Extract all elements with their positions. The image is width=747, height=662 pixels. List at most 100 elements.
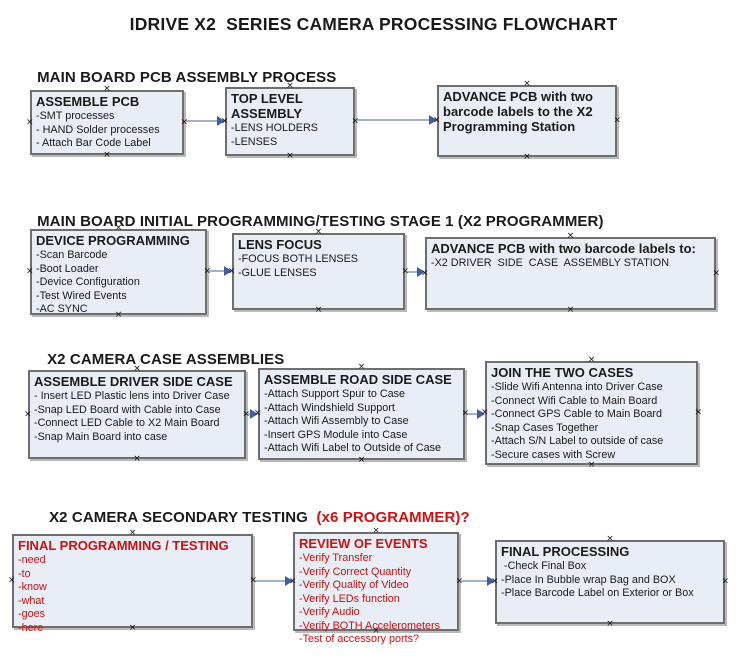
box-item: -Snap Main Board into case <box>34 430 168 443</box>
box-item: -Place Barcode Label on Exterior or Box <box>501 587 694 599</box>
flow-box-advance-pcb-driver-side[interactable]: ADVANCE PCB with two barcode labels to: … <box>421 232 720 315</box>
connector-handle-icon: × <box>203 266 211 277</box>
arrow-line <box>255 580 287 582</box>
section-header-initial-programming: MAIN BOARD INITIAL PROGRAMMING/TESTING S… <box>20 196 604 247</box>
flow-box-title: ASSEMBLE ROAD SIDE CASE <box>264 372 452 387</box>
box-item: - HAND Solder processes <box>36 123 160 136</box>
flow-box-title: FINAL PROCESSING <box>501 544 630 559</box>
connector-handle-icon: × <box>133 454 141 464</box>
arrow-head-icon <box>217 116 225 126</box>
box-item: -FOCUS BOTH LENSES <box>238 253 358 265</box>
connector-handle-icon: × <box>24 409 32 419</box>
flow-box-title: REVIEW OF EVENTS <box>299 536 428 551</box>
connector-handle-icon: × <box>606 534 614 544</box>
flow-box-title: ASSEMBLE PCB <box>36 94 140 109</box>
connector-handle-icon: × <box>587 460 596 470</box>
section-header-text: X2 CAMERA SECONDARY TESTING <box>49 509 313 526</box>
flow-box-device-programming[interactable]: DEVICE PROGRAMMING -Scan Barcode-Boot Lo… <box>26 224 211 320</box>
section-header-text: X2 CAMERA CASE ASSEMBLIES <box>47 351 285 368</box>
box-item: -to <box>18 567 31 580</box>
flow-box-items: -Scan Barcode-Boot Loader-Device Configu… <box>36 249 201 317</box>
box-item: -Device Configuration <box>36 276 140 288</box>
arrow-head-icon <box>417 267 425 277</box>
flow-box-lens-focus[interactable]: LENS FOCUS -FOCUS BOTH LENSES-GLUE LENSE… <box>228 228 409 315</box>
connector-handle-icon: × <box>357 455 366 465</box>
flow-box-items: -Check Final Box-Place In Bubble wrap Ba… <box>501 560 719 601</box>
flow-box-title: ADVANCE PCB with two barcode labels to t… <box>443 89 593 134</box>
flow-box-assemble-pcb[interactable]: ASSEMBLE PCB -SMT processes- HAND Solder… <box>26 85 188 160</box>
box-item: -need <box>18 554 46 566</box>
flow-box-items: -FOCUS BOTH LENSES-GLUE LENSES <box>238 253 399 280</box>
flow-box-title: ADVANCE PCB with two barcode labels to: <box>431 241 696 256</box>
connector-handle-icon: × <box>523 79 531 89</box>
connector-handle-icon: × <box>8 575 16 586</box>
connector-handle-icon: × <box>26 266 34 277</box>
box-item: -Test Wired Events <box>36 289 127 302</box>
connector-handle-icon: × <box>613 115 621 126</box>
box-item: -Test of accessory ports? <box>299 633 420 645</box>
arrow-head-icon <box>429 115 437 125</box>
arrow-head-icon <box>285 576 293 586</box>
flow-box-final-processing[interactable]: FINAL PROCESSING -Check Final Box-Place … <box>491 535 729 629</box>
box-item: - Attach Bar Code Label <box>36 137 151 149</box>
flow-box-items: - Insert LED Plastic lens into Driver Ca… <box>34 390 240 444</box>
box-item: -what <box>18 594 45 607</box>
flow-box-advance-pcb-programming-station[interactable]: ADVANCE PCB with two barcode labels to t… <box>433 80 621 162</box>
flow-box-join-the-two-cases[interactable]: JOIN THE TWO CASES -Slide Wifi Antenna i… <box>481 356 702 470</box>
flow-box-items: -Attach Support Spur to Case-Attach Wind… <box>264 388 459 456</box>
box-item: -Attach Windshield Support <box>264 401 395 414</box>
flow-box-title: DEVICE PROGRAMMING <box>36 233 190 248</box>
box-item: -know <box>18 581 47 593</box>
box-item: -here <box>18 621 44 634</box>
flow-box-final-programming-testing[interactable]: FINAL PROGRAMMING / TESTING -need-to-kno… <box>8 529 257 634</box>
box-item: -Attach Wifi Label to Outside of Case <box>264 442 442 454</box>
connector-handle-icon: × <box>103 150 111 160</box>
flow-box-review-of-events[interactable]: REVIEW OF EVENTS -Verify Transfer-Verify… <box>289 527 463 646</box>
box-item: -Slide Wifi Antenna into Driver Case <box>491 381 663 393</box>
connector-handle-icon: × <box>26 117 34 127</box>
arrow-line <box>461 580 489 582</box>
connector-handle-icon: × <box>357 362 366 372</box>
connector-handle-icon: × <box>721 576 729 587</box>
connector-handle-icon: × <box>523 152 531 162</box>
arrow-head-icon <box>224 266 232 276</box>
flow-box-title: TOP LEVEL ASSEMBLY <box>231 91 303 121</box>
box-item: -Connect Wifi Cable to Main Board <box>491 394 658 407</box>
arrow-line <box>186 120 219 122</box>
box-item: -Verify Correct Quantity <box>299 565 412 578</box>
flow-box-assemble-road-side-case[interactable]: ASSEMBLE ROAD SIDE CASE -Attach Support … <box>254 363 469 465</box>
flow-box-items: -SMT processes- HAND Solder processes- A… <box>36 110 178 151</box>
box-item: -AC SYNC <box>36 303 88 315</box>
box-item: -SMT processes <box>36 110 115 122</box>
box-item: -goes <box>18 608 46 620</box>
connector-handle-icon: × <box>606 619 614 629</box>
section-header-text: MAIN BOARD INITIAL PROGRAMMING/TESTING S… <box>37 213 604 230</box>
flow-box-items: -LENS HOLDERS-LENSES <box>231 122 349 149</box>
box-item: -LENSES <box>231 135 278 148</box>
section-header-case-assemblies: X2 CAMERA CASE ASSEMBLIES <box>30 334 284 385</box>
box-item: -Connect GPS Cable to Main Board <box>491 408 663 420</box>
box-item: -Verify Transfer <box>299 552 373 564</box>
box-item: -Insert GPS Module into Case <box>264 428 408 441</box>
flow-box-items: -Verify Transfer-Verify Correct Quantity… <box>299 552 453 647</box>
arrow-line <box>407 271 419 273</box>
box-item: -LENS HOLDERS <box>231 122 318 134</box>
flow-box-title: JOIN THE TWO CASES <box>491 365 634 380</box>
connector-handle-icon: × <box>712 268 720 278</box>
flow-box-top-level-assembly[interactable]: TOP LEVEL ASSEMBLY -LENS HOLDERS-LENSES … <box>221 82 359 161</box>
box-item: -Verify LEDs function <box>299 592 400 605</box>
box-item: -Connect LED Cable to X2 Main Board <box>34 417 220 429</box>
box-item: - Insert LED Plastic lens into Driver Ca… <box>34 390 230 402</box>
connector-handle-icon: × <box>566 305 575 315</box>
box-item: -Check Final Box <box>501 560 587 572</box>
box-item: -Verify Audio <box>299 606 360 618</box>
flow-box-assemble-driver-side-case[interactable]: ASSEMBLE DRIVER SIDE CASE - Insert LED P… <box>24 365 250 464</box>
box-item: -GLUE LENSES <box>238 266 317 279</box>
box-item: -X2 DRIVER SIDE CASE ASSEMBLY STATION <box>431 257 669 269</box>
connector-handle-icon: × <box>286 151 294 161</box>
section-header-accent-text: (x6 PROGRAMMER)? <box>312 509 470 526</box>
box-item: -Snap Cases Together <box>491 421 599 434</box>
connector-handle-icon: × <box>587 355 596 365</box>
section-header-pcb-assembly: MAIN BOARD PCB ASSEMBLY PROCESS <box>20 52 336 103</box>
